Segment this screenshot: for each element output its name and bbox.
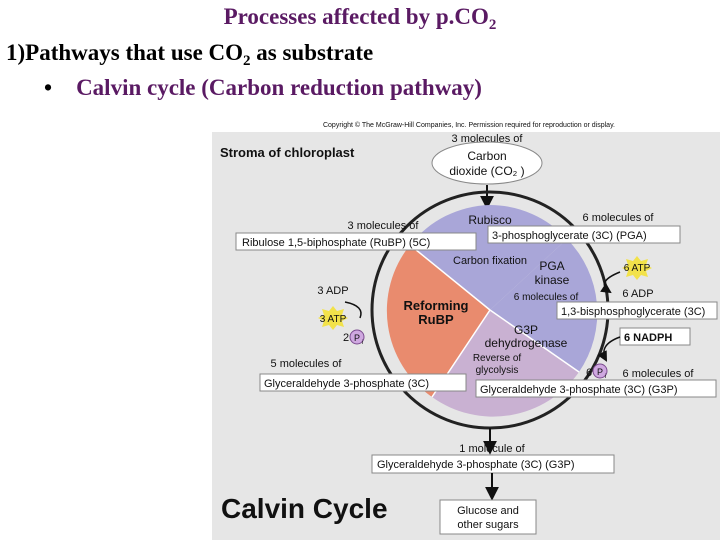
rubp-box [235, 232, 477, 251]
copyright-text: Copyright © The McGraw-Hill Companies, I… [323, 121, 615, 129]
g3p1-box-text: Glyceraldehyde 3-phosphate (3C) (G3P) [377, 459, 574, 471]
atp3-adp3-curve [344, 301, 362, 319]
reforming-sector [386, 245, 490, 397]
phosphate-icon-subscript: i [362, 340, 363, 346]
sugars-label-line2: other sugars [457, 519, 519, 531]
co2-label-line2: dioxide (CO₂ ) [449, 164, 524, 178]
g3p-dehydrogenase-label-line2: dehydrogenase [485, 336, 568, 350]
adp3-label: 3 ADP [317, 285, 348, 297]
rubisco-label: Rubisco [468, 213, 512, 227]
nadph-arrow [597, 336, 621, 362]
sugars-box [439, 499, 537, 535]
reforming-label-line1: Reforming [404, 298, 469, 313]
heading-text: 1)Pathways that use CO [6, 40, 244, 65]
fixation-sector [410, 205, 490, 310]
phosphate-icon-label: P [597, 367, 603, 377]
bullet-item: • Calvin cycle (Carbon reduction pathway) [44, 75, 482, 101]
heading-tail: as substrate [250, 40, 374, 65]
atp3-label: 3 ATP [320, 314, 347, 325]
phosphate-icon [349, 329, 365, 345]
g3p6-box-text: Glyceraldehyde 3-phosphate (3C) (G3P) [480, 384, 677, 396]
slide-title: Processes affected by p.CO2 [0, 4, 720, 33]
phosphate-icon-label: P [354, 333, 360, 343]
sector-divider [409, 244, 491, 311]
nadph-box-text: 6 NADPH [624, 332, 672, 344]
g3p6-box [475, 379, 717, 398]
heading-subscript: 2 [243, 53, 251, 69]
atp-adp-arrow [600, 271, 621, 294]
pi-coefficient-6: 6 [586, 367, 592, 379]
co2-count: 3 molecules of [452, 133, 524, 145]
nadph-box [619, 327, 691, 346]
g3p5-box [259, 373, 467, 392]
section-heading: 1)Pathways that use CO2 as substrate [6, 40, 374, 69]
atp-burst [622, 256, 652, 280]
slide-title-subscript: 2 [488, 17, 497, 33]
phosphate-icon-subscript: i [605, 374, 606, 380]
pga-count: 6 molecules of [583, 212, 655, 224]
bpg-box-text: 1,3-bisphosphoglycerate (3C) [561, 306, 705, 318]
calvin-cycle-title: Calvin Cycle [221, 493, 388, 524]
adp6-label: 6 ADP [622, 288, 653, 300]
pi-coefficient-2: 2 [343, 332, 349, 344]
slide-title-text: Processes affected by p.CO [223, 4, 489, 29]
reverse-glycolysis-label-line1: Reverse of [473, 353, 522, 364]
sector-divider [489, 309, 580, 373]
phosphate-icon [592, 363, 608, 379]
pga-kinase-label-line1: PGA [539, 259, 564, 273]
pga-kinase-sector [490, 239, 598, 372]
pga-box-text: 3-phosphoglycerate (3C) (PGA) [492, 230, 647, 242]
g3p5-box-text: Glyceraldehyde 3-phosphate (3C) [264, 378, 429, 390]
reverse-glycolysis-label-line2: glycolysis [476, 365, 519, 376]
rubp-count: 3 molecules of [348, 220, 420, 232]
g3p5-count: 5 molecules of [271, 358, 343, 370]
pga-box [487, 225, 681, 244]
co2-label-line1: Carbon [467, 149, 506, 163]
sugars-label-line1: Glucose and [457, 505, 519, 517]
bpg-count: 6 molecules of [514, 292, 579, 303]
atp6-label: 6 ATP [624, 263, 651, 274]
bullet-icon: • [44, 75, 53, 100]
atp-burst [318, 306, 348, 330]
pga-kinase-label-line2: kinase [535, 273, 570, 287]
bpg-box [556, 301, 718, 320]
g3p6-count: 6 molecules of [623, 368, 695, 380]
rubp-box-text: Ribulose 1,5-biphosphate (RuBP) (5C) [242, 237, 430, 249]
carbon-fixation-label: Carbon fixation [453, 255, 527, 267]
reforming-label-line2: RuBP [418, 312, 454, 327]
bullet-text: Calvin cycle (Carbon reduction pathway) [76, 75, 482, 100]
stroma-label: Stroma of chloroplast [220, 145, 355, 160]
g3p1-count: 1 molecule of [459, 443, 525, 455]
g3p-dehydrogenase-label-line1: G3P [514, 323, 538, 337]
co2-oval [431, 141, 543, 185]
